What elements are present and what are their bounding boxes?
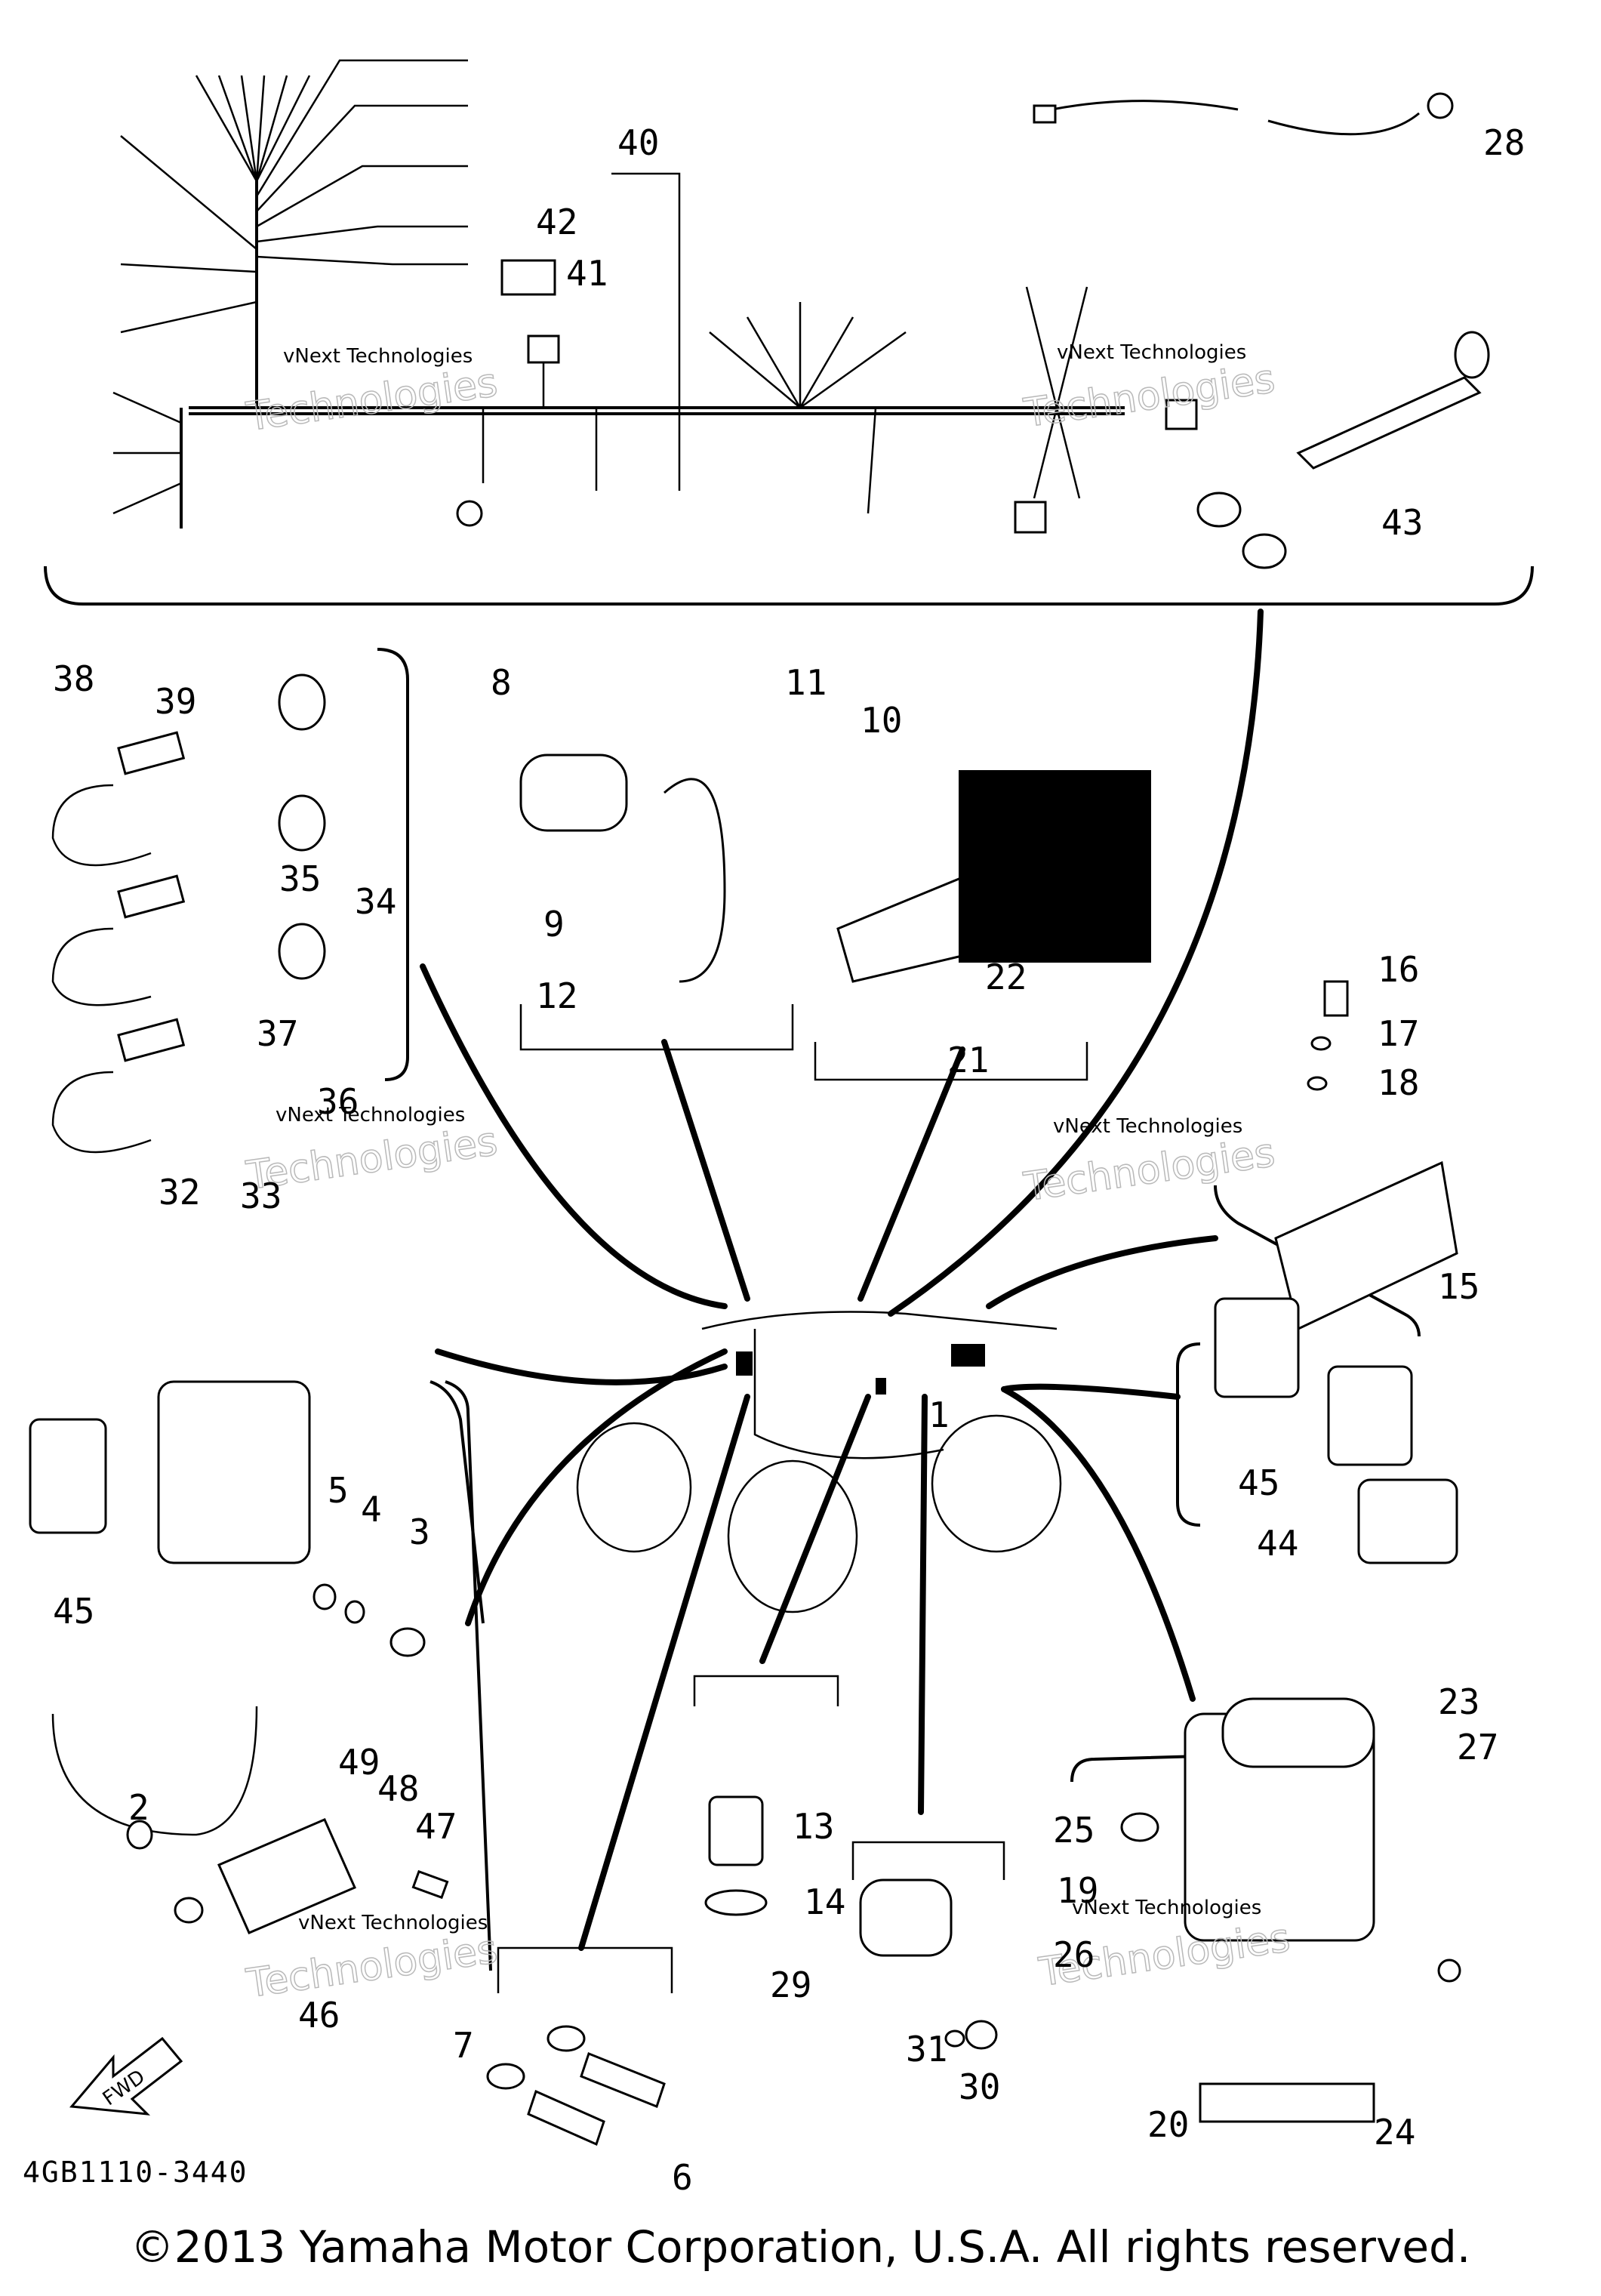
part-label: 37 (257, 1013, 298, 1054)
watermark-text: vNext Technologies (1057, 341, 1246, 364)
part-label: 13 (793, 1806, 834, 1847)
part-label: 19 (1057, 1870, 1098, 1911)
part-label: 7 (453, 2025, 474, 2066)
part-label: 15 (1438, 1266, 1479, 1307)
sensor-group (51, 648, 409, 1154)
cdi-group (29, 1380, 485, 1850)
part-label: 41 (566, 253, 608, 294)
part-label: 9 (543, 904, 565, 945)
caps-group (1176, 1297, 1458, 1564)
part-label: 46 (298, 1995, 340, 2036)
part-label: 36 (317, 1081, 359, 1122)
part-label: 45 (1238, 1462, 1279, 1503)
part-label: 38 (53, 658, 94, 699)
watermark-text: vNext Technologies (298, 1912, 488, 1934)
battery-group (1070, 1697, 1461, 2123)
part-label: 30 (959, 2066, 1000, 2107)
part-label: 45 (53, 1591, 94, 1632)
callout-labels: 1 2 3 4 5 6 7 8 9 10 11 12 13 14 15 16 1… (53, 122, 1525, 2198)
part-label: 18 (1378, 1062, 1419, 1103)
part-label: 40 (617, 122, 659, 163)
part-label: 28 (1483, 122, 1525, 163)
drawing-code: 4GB1110-3440 (23, 2156, 248, 2189)
part-label: 20 (1147, 2104, 1189, 2145)
watermark-text: Technologies (243, 360, 500, 440)
redaction-block (959, 770, 1151, 963)
part-label: 1 (928, 1395, 950, 1435)
watermark-text: Technologies (1021, 1130, 1277, 1210)
sender-group (693, 1675, 1005, 2050)
part-label: 26 (1053, 1934, 1095, 1975)
part-label: 43 (1381, 502, 1423, 543)
part-label: 11 (785, 662, 827, 703)
starter-relay-group (814, 770, 1151, 1081)
rectifier-group (1214, 980, 1458, 1337)
ignition-coil-group (519, 754, 794, 1051)
part-label: 5 (328, 1470, 349, 1511)
part-label: 32 (159, 1172, 200, 1213)
part-label: 17 (1378, 1013, 1419, 1054)
part-label: 31 (906, 2029, 947, 2069)
part-label: 25 (1053, 1810, 1095, 1851)
relay-group (174, 1380, 492, 1971)
part-label: 48 (377, 1768, 419, 1809)
watermark-text: vNext Technologies (1072, 1897, 1261, 1919)
wire-harness (44, 59, 1534, 606)
part-label: 47 (415, 1806, 457, 1847)
part-label: 44 (1257, 1523, 1298, 1564)
part-label: 24 (1374, 2112, 1415, 2153)
watermark-text: Technologies (1021, 356, 1277, 436)
watermark-text: vNext Technologies (283, 345, 473, 368)
part-label: 14 (804, 1881, 845, 1922)
watermark-text: vNext Technologies (1053, 1115, 1242, 1138)
copyright-notice: ©2013 Yamaha Motor Corporation, U.S.A. A… (130, 2221, 1471, 2273)
part-label: 22 (985, 957, 1027, 997)
part-label: 10 (861, 700, 902, 741)
part-label: 8 (491, 662, 512, 703)
part-label: 35 (279, 858, 321, 899)
leader-lines (420, 609, 1264, 1951)
part-label: 49 (338, 1742, 380, 1783)
fwd-arrow-icon: FWD (69, 2036, 183, 2116)
vehicle-outline (576, 1311, 1062, 1613)
part-label: 16 (1378, 949, 1419, 990)
part-label: 42 (536, 202, 577, 242)
part-label: 39 (155, 681, 196, 722)
part-label: 34 (355, 881, 396, 922)
part-label: 29 (770, 1965, 811, 2005)
part-label: 6 (672, 2157, 693, 2198)
part-label: 23 (1438, 1681, 1479, 1722)
part-label: 27 (1457, 1727, 1498, 1767)
part-label: 4 (361, 1489, 382, 1530)
watermark-text: Technologies (243, 1119, 500, 1199)
watermark-text: Technologies (243, 1927, 500, 2007)
part-label: 33 (240, 1176, 282, 1216)
plug-group (486, 1946, 673, 2147)
part-label: 12 (536, 975, 577, 1016)
part-label: 3 (409, 1512, 430, 1552)
part-label: 21 (947, 1040, 989, 1080)
watermark-text: vNext Technologies (276, 1104, 465, 1126)
part-label: 2 (128, 1787, 149, 1828)
